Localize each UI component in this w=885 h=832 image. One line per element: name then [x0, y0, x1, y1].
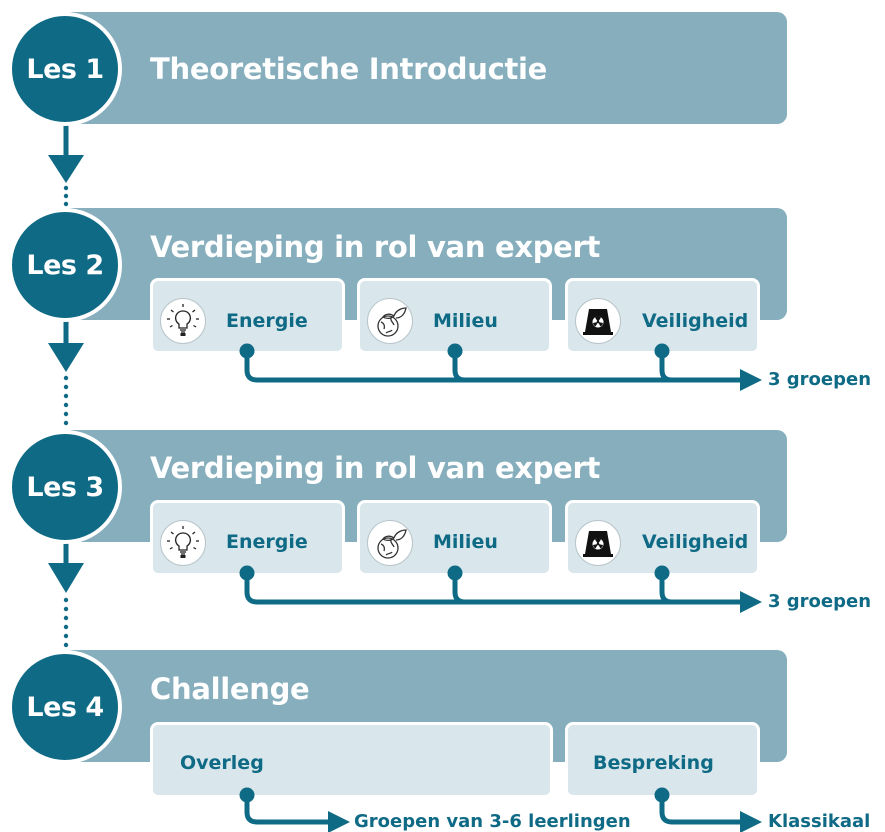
les4-label-overleg: Overleg [180, 752, 264, 774]
globe-leaf-icon [367, 298, 413, 344]
les2-result: 3 groepen [768, 369, 872, 390]
nuclear-plant-icon [575, 520, 621, 566]
les3-label-energie: Energie [226, 531, 308, 553]
globe-leaf-icon [367, 520, 413, 566]
les2-label-energie: Energie [226, 310, 308, 332]
lesson-4-label: Les 4 [26, 691, 104, 723]
lesson-3-title: Verdieping in rol van expert [150, 451, 601, 485]
les3-label-milieu: Milieu [433, 531, 498, 553]
lesson-1-title: Theoretische Introductie [150, 52, 548, 86]
lesson-1-label: Les 1 [26, 53, 104, 85]
les2-label-milieu: Milieu [433, 310, 498, 332]
lesson-1-badge: Les 1 [8, 12, 122, 126]
lesson-2-title: Verdieping in rol van expert [150, 230, 601, 264]
les4-phase-overleg [150, 722, 553, 798]
lightbulb-icon [160, 520, 206, 566]
les2-label-veiligheid: Veiligheid [642, 310, 749, 332]
lesson-3-label: Les 3 [26, 471, 104, 503]
lesson-3-badge: Les 3 [8, 430, 122, 544]
les3-result: 3 groepen [768, 591, 872, 612]
lightbulb-icon [160, 298, 206, 344]
les4-bespreking-result: Klassikaal [768, 811, 871, 832]
nuclear-plant-icon [575, 298, 621, 344]
lesson-4-badge: Les 4 [8, 650, 122, 764]
lesson-1-banner [62, 12, 787, 124]
lesson-4-title: Challenge [150, 672, 310, 706]
les4-overleg-result: Groepen van 3-6 leerlingen [354, 811, 631, 832]
les3-label-veiligheid: Veiligheid [642, 531, 749, 553]
lesson-2-badge: Les 2 [8, 208, 122, 322]
lesson-2-label: Les 2 [26, 249, 104, 281]
les4-label-bespreking: Bespreking [593, 752, 714, 774]
